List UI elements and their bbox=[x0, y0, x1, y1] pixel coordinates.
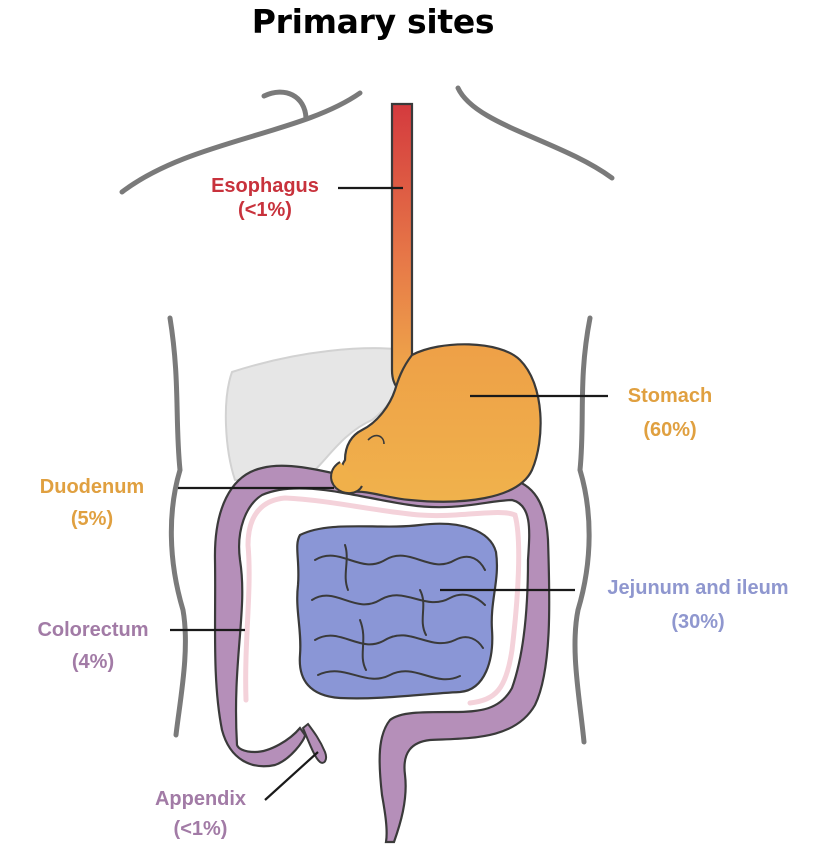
duodenum-percent: (5%) bbox=[22, 507, 162, 531]
jejunum-ileum-label: Jejunum and ileum (30%) bbox=[578, 576, 818, 634]
duodenum-label: Duodenum (5%) bbox=[22, 475, 162, 531]
appendix-name: Appendix bbox=[138, 787, 263, 811]
stomach-name: Stomach bbox=[610, 384, 730, 408]
neck-left-line bbox=[264, 92, 306, 118]
jejunum-ileum-percent: (30%) bbox=[578, 610, 818, 634]
jejunum-ileum-name: Jejunum and ileum bbox=[578, 576, 818, 600]
stomach-percent: (60%) bbox=[610, 418, 730, 442]
colorectum-name: Colorectum bbox=[18, 618, 168, 642]
torso-left-line bbox=[170, 318, 185, 735]
shoulder-right-line bbox=[458, 88, 612, 178]
appendix-percent: (<1%) bbox=[138, 817, 263, 841]
esophagus-name: Esophagus bbox=[193, 174, 337, 198]
appendix-shape bbox=[303, 724, 326, 763]
torso-right-line bbox=[575, 318, 590, 742]
colorectum-label: Colorectum (4%) bbox=[18, 618, 168, 674]
duodenum-name: Duodenum bbox=[22, 475, 162, 499]
appendix-label: Appendix (<1%) bbox=[138, 787, 263, 841]
colorectum-percent: (4%) bbox=[18, 650, 168, 674]
esophagus-percent: (<1%) bbox=[193, 198, 337, 222]
small-intestine-shape bbox=[297, 524, 497, 699]
stomach-label: Stomach (60%) bbox=[610, 384, 730, 442]
esophagus-label: Esophagus (<1%) bbox=[193, 174, 337, 222]
